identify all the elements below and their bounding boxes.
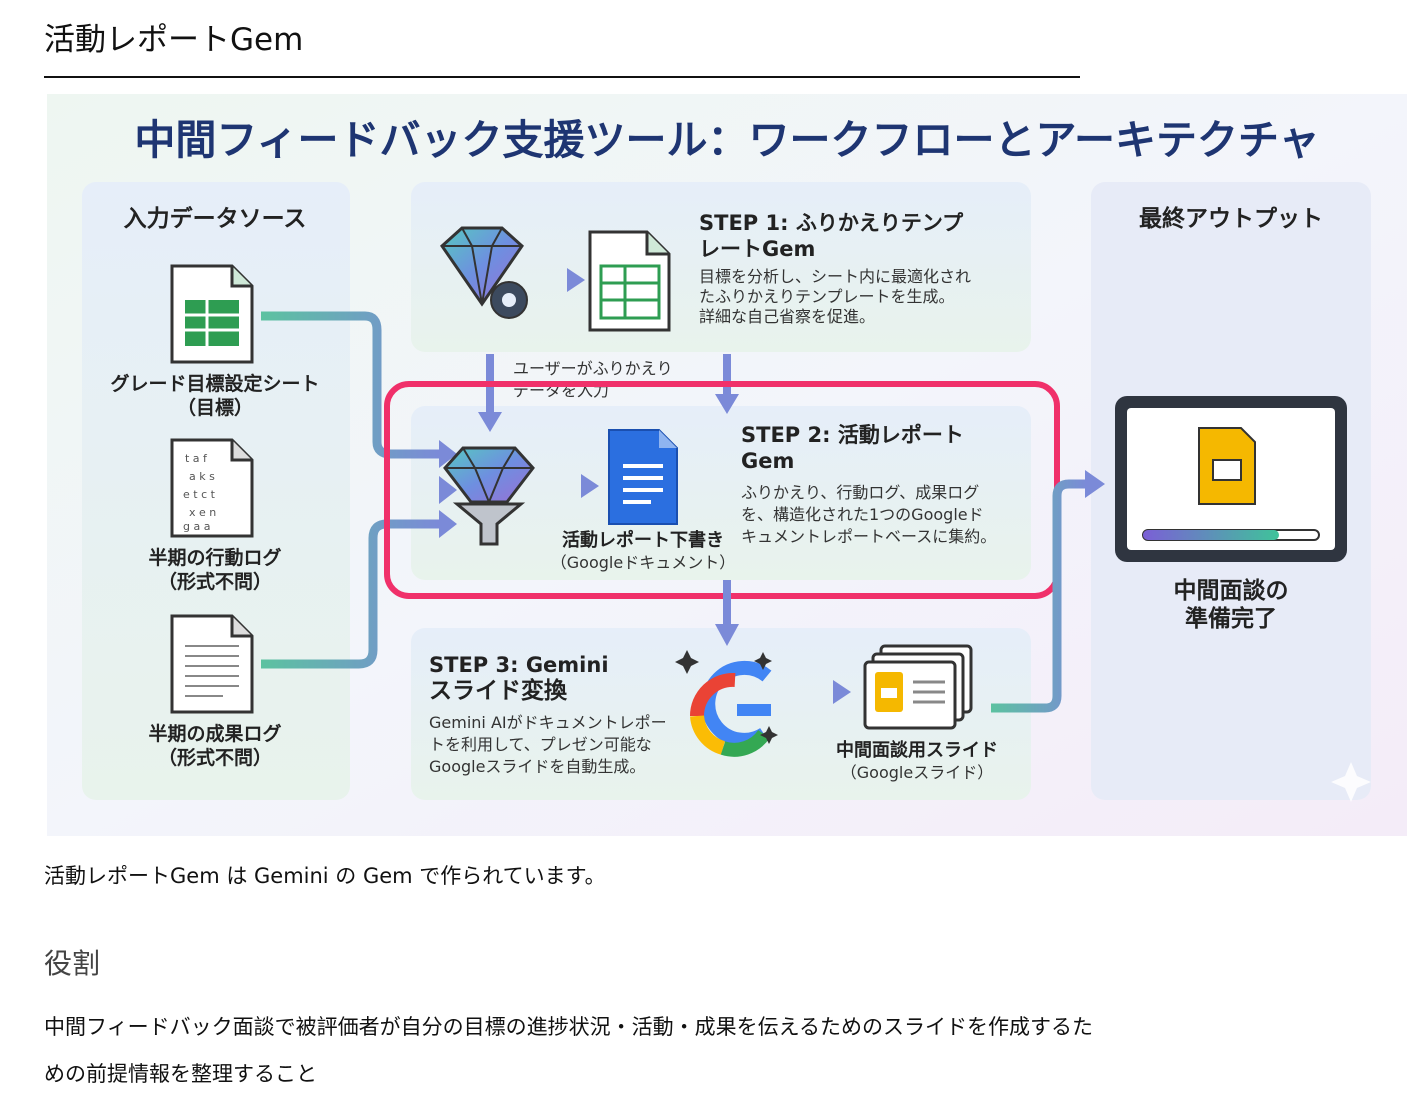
action-log-sublabel: （形式不問） — [158, 570, 272, 593]
svg-text:e t c t: e t c t — [183, 488, 216, 501]
gem-funnel-icon — [443, 446, 535, 546]
step3-title-cont: スライド変換 — [429, 677, 568, 704]
step3-desc-line2: トを利用して、プレゼン可能な — [429, 735, 652, 754]
input-sources-heading: 入力データソース — [124, 205, 307, 232]
unstructured-log-icon: t a f a k s e t c t x e n g a a — [170, 438, 254, 538]
spreadsheet-icon — [170, 264, 254, 364]
goal-sheet-sublabel: （目標） — [177, 396, 253, 419]
google-docs-icon — [608, 429, 678, 525]
role-description: 中間フィードバック面談で被評価者が自分の目標の進捗状況・活動・成果を伝えるための… — [44, 1015, 1093, 1086]
final-output-heading: 最終アウトプット — [1139, 205, 1323, 232]
tablet-icon — [1115, 396, 1347, 562]
svg-text:t a f: t a f — [185, 452, 208, 465]
output-connector — [991, 479, 1087, 713]
step1-arrowhead — [567, 268, 585, 292]
step1-desc-line2: たふりかえりテンプレートを生成。 — [699, 287, 955, 306]
role-heading: 役割 — [44, 947, 101, 980]
template-arrowhead — [715, 394, 739, 414]
result-log-label: 半期の成果ログ — [148, 722, 281, 745]
slides-stack-icon — [863, 644, 973, 730]
step3-arrowhead — [833, 680, 851, 704]
action-log-label: 半期の行動ログ — [148, 546, 281, 569]
step2-desc-line1: ふりかえり、行動ログ、成果ログ — [741, 483, 979, 502]
step1-title: STEP 1: ふりかえりテンプ — [699, 211, 964, 235]
report-draft-label: 活動レポート下書き — [562, 529, 724, 551]
report-draft-sublabel: （Googleドキュメント） — [551, 553, 735, 572]
result-log-sublabel: （形式不問） — [158, 746, 272, 769]
step1-title-cont: レートGem — [699, 237, 815, 261]
gem-gear-icon — [440, 226, 528, 319]
sparkle-icon — [1331, 762, 1371, 802]
goal-sheet-label: グレード目標設定シート — [110, 372, 319, 395]
workflow-diagram: 中間フィードバック支援ツール：ワークフローとアーキテクチャ 入力データソース グ… — [47, 94, 1407, 836]
step3-desc-line1: Gemini AIがドキュメントレポー — [429, 713, 667, 732]
step1-desc-line3: 詳細な自己省察を促進。 — [699, 307, 875, 326]
ready-label: 中間面談の — [1174, 577, 1289, 604]
ready-label-cont: 準備完了 — [1185, 605, 1277, 632]
gemini-g-icon — [675, 650, 778, 757]
user-input-label: ユーザーがふりかえり — [513, 359, 673, 378]
step2-desc-line2: を、構造化された1つのGoogleド — [741, 505, 984, 524]
interview-slides-label: 中間面談用スライド — [836, 739, 998, 761]
step2-desc-line3: キュメントレポートベースに集約。 — [741, 527, 996, 546]
page-title: 活動レポートGem — [44, 22, 304, 58]
user-input-arrowhead — [478, 412, 502, 432]
step2-panel — [411, 406, 1031, 580]
input-arrowheads — [439, 440, 457, 538]
step1-panel — [411, 182, 1031, 352]
title-divider — [44, 76, 1080, 78]
document-log-icon — [170, 614, 254, 714]
step2-title: STEP 2: 活動レポート — [741, 423, 964, 447]
step3-desc-line3: Googleスライドを自動生成。 — [429, 757, 645, 776]
step2-arrowhead — [581, 474, 599, 498]
svg-text:g a a: g a a — [183, 520, 210, 533]
svg-text:x e n: x e n — [189, 506, 216, 519]
template-sheet-icon — [588, 230, 671, 332]
diagram-title: 中間フィードバック支援ツール：ワークフローとアーキテクチャ — [134, 116, 1319, 164]
svg-text:a k s: a k s — [189, 470, 215, 483]
output-arrowhead — [1085, 470, 1105, 498]
interview-slides-sublabel: （Googleスライド） — [841, 763, 993, 782]
step2-title-cont: Gem — [741, 449, 794, 473]
figure-caption: 活動レポートGem は Gemini の Gem で作られています。 — [44, 864, 606, 888]
step3-title: STEP 3: Gemini — [429, 653, 609, 677]
step2-to-step3-arrowhead — [715, 624, 739, 646]
step1-desc-line1: 目標を分析し、シート内に最適化され — [699, 267, 971, 286]
